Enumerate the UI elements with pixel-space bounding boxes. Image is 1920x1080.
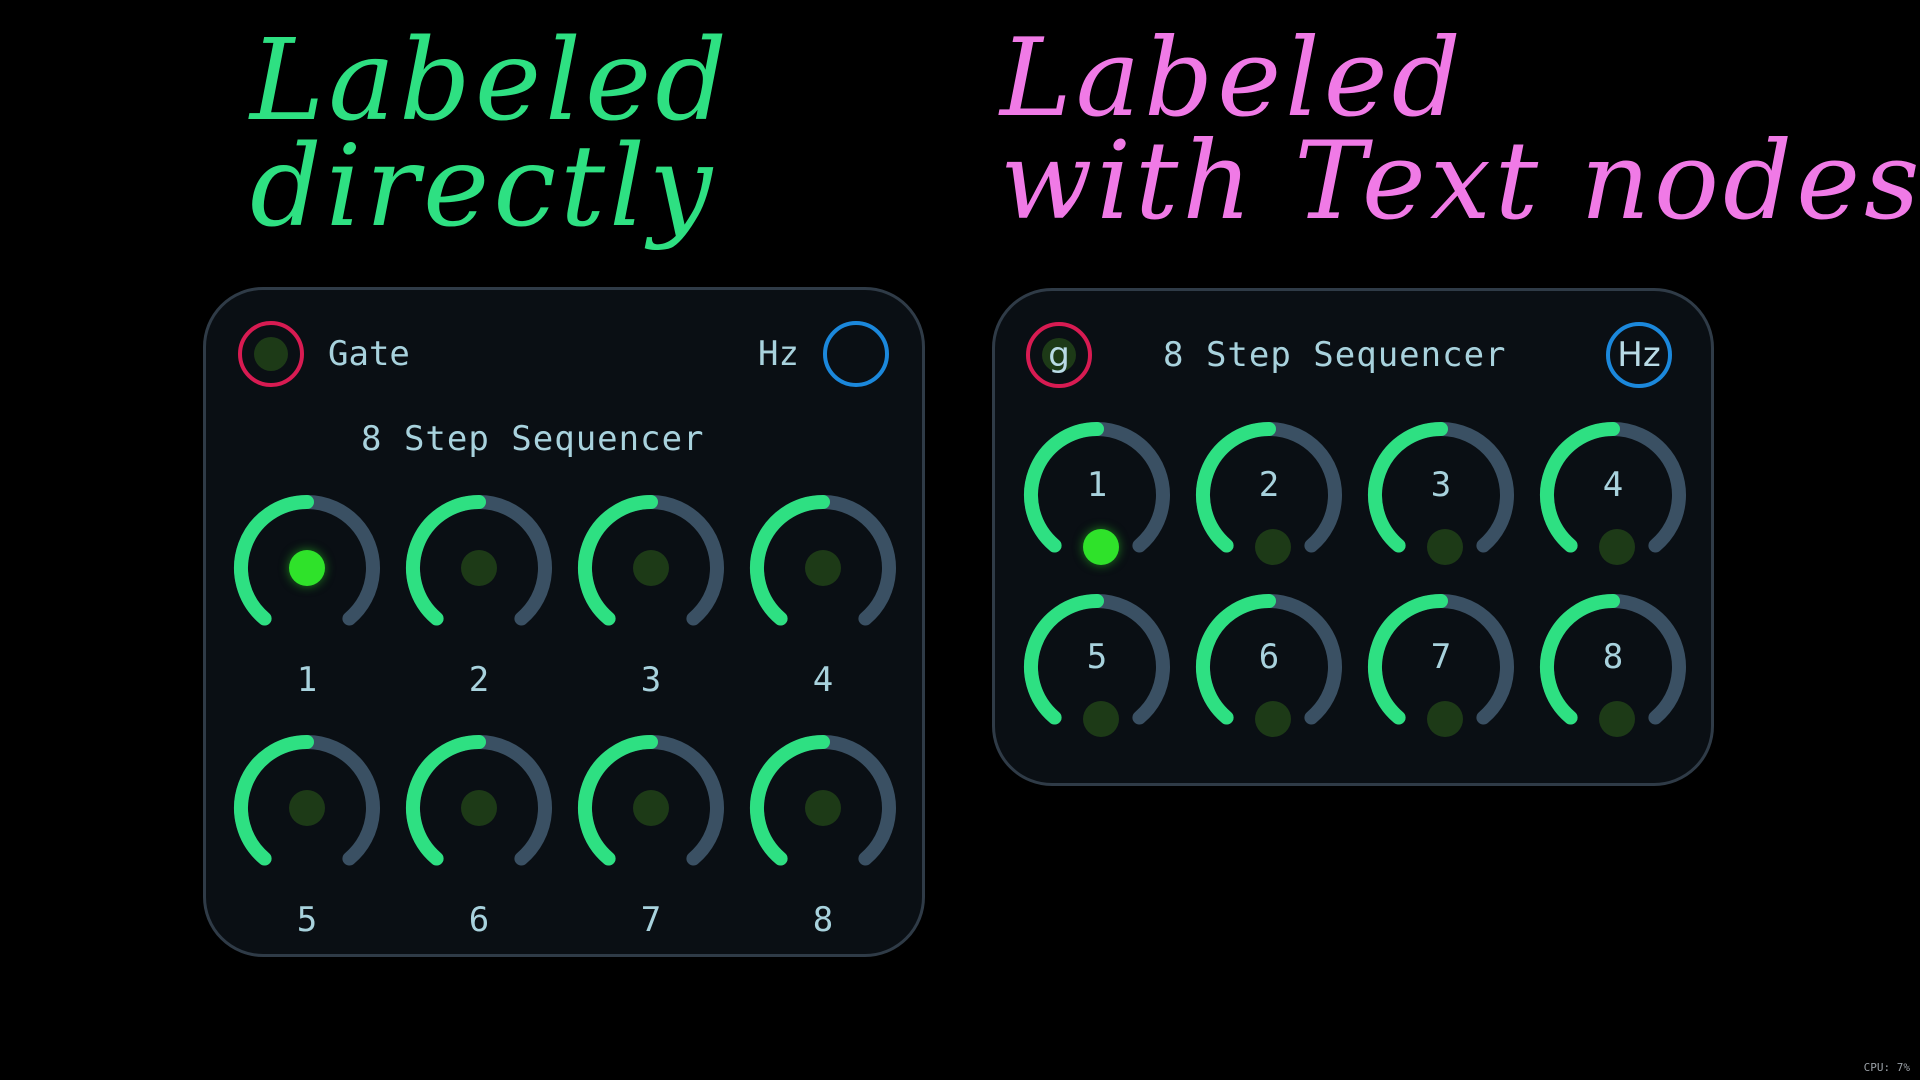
step-led-2: [461, 550, 497, 586]
step-label-3: 3: [640, 660, 662, 700]
step-label-5: 5: [296, 900, 318, 940]
step-knob-3-value-arc: [578, 495, 658, 626]
step-knob-2-value-arc: [1196, 422, 1276, 553]
step-knob-6-dial: [406, 735, 552, 866]
step-knob-4-dial: [1540, 422, 1686, 553]
step-knob-5-value-arc: [1024, 594, 1104, 725]
step-led-4: [1599, 529, 1635, 565]
annotation-labeled-with-text-nodes: Labeled with Text nodes: [1000, 16, 1920, 244]
step-led-1: [1083, 529, 1119, 565]
step-led-3: [633, 550, 669, 586]
step-knob-2-dial: [406, 495, 552, 626]
step-knob-6[interactable]: 6: [401, 730, 557, 940]
step-knob-5-dial: [234, 735, 380, 866]
step-knob-3[interactable]: 3: [1363, 417, 1519, 573]
step-label-2: 2: [468, 660, 490, 700]
step-knob-6-value-arc: [406, 735, 486, 866]
step-knob-8[interactable]: 8: [1535, 589, 1691, 745]
cpu-status: CPU: 7%: [1863, 1061, 1910, 1074]
step-led-5: [289, 790, 325, 826]
step-knob-1-value-arc: [1024, 422, 1104, 553]
step-knob-8-value-arc: [1540, 594, 1620, 725]
step-label-7: 7: [640, 900, 662, 940]
step-knob-6-dial: [1196, 594, 1342, 725]
step-knob-7-dial: [1368, 594, 1514, 725]
hz-port[interactable]: [823, 321, 889, 387]
step-knob-4-dial: [750, 495, 896, 626]
step-label-1: 1: [1086, 465, 1108, 505]
step-label-4: 4: [812, 660, 834, 700]
panel-title: 8 Step Sequencer: [361, 419, 705, 459]
step-led-2: [1255, 529, 1291, 565]
step-led-8: [805, 790, 841, 826]
step-label-7: 7: [1430, 637, 1452, 677]
gate-port[interactable]: g: [1026, 322, 1092, 388]
hz-port[interactable]: Hz: [1606, 322, 1672, 388]
step-label-3: 3: [1430, 465, 1452, 505]
step-knob-1-value-arc: [234, 495, 314, 626]
step-label-1: 1: [296, 660, 318, 700]
step-knob-1[interactable]: 1: [1019, 417, 1175, 573]
step-knob-2-dial: [1196, 422, 1342, 553]
step-label-2: 2: [1258, 465, 1280, 505]
step-knob-7-value-arc: [578, 735, 658, 866]
step-knob-8-dial: [750, 735, 896, 866]
step-led-8: [1599, 701, 1635, 737]
sequencer-panel-left: Gate Hz 8 Step Sequencer 1 2 3 4 5 6 7 8: [203, 287, 925, 957]
step-knob-3-dial: [578, 495, 724, 626]
step-knob-4-value-arc: [1540, 422, 1620, 553]
step-knob-7[interactable]: 7: [573, 730, 729, 940]
step-knob-8-value-arc: [750, 735, 830, 866]
step-knob-4[interactable]: 4: [745, 490, 901, 700]
gate-led: [1042, 338, 1076, 372]
step-knob-4[interactable]: 4: [1535, 417, 1691, 573]
step-led-4: [805, 550, 841, 586]
step-knob-6[interactable]: 6: [1191, 589, 1347, 745]
step-knob-2-value-arc: [406, 495, 486, 626]
step-led-5: [1083, 701, 1119, 737]
step-knob-7-value-arc: [1368, 594, 1448, 725]
hz-text-node: Hz: [1617, 335, 1661, 375]
step-knob-7-dial: [578, 735, 724, 866]
panel-title: 8 Step Sequencer: [1163, 335, 1507, 375]
step-knob-5[interactable]: 5: [1019, 589, 1175, 745]
step-knob-2[interactable]: 2: [1191, 417, 1347, 573]
step-led-7: [1427, 701, 1463, 737]
step-led-1: [289, 550, 325, 586]
step-label-6: 6: [468, 900, 490, 940]
step-knob-2[interactable]: 2: [401, 490, 557, 700]
step-led-3: [1427, 529, 1463, 565]
step-led-6: [1255, 701, 1291, 737]
gate-port[interactable]: [238, 321, 304, 387]
step-knob-7[interactable]: 7: [1363, 589, 1519, 745]
step-knob-5-dial: [1024, 594, 1170, 725]
step-knob-5-value-arc: [234, 735, 314, 866]
step-led-6: [461, 790, 497, 826]
step-label-8: 8: [1602, 637, 1624, 677]
step-led-7: [633, 790, 669, 826]
step-knob-3-dial: [1368, 422, 1514, 553]
sequencer-panel-right: g 8 Step Sequencer Hz 1 2 3 4 5 6 7 8: [992, 288, 1714, 786]
step-label-8: 8: [812, 900, 834, 940]
step-knob-1[interactable]: 1: [229, 490, 385, 700]
gate-text-node: g: [1048, 335, 1070, 375]
step-knob-6-value-arc: [1196, 594, 1276, 725]
step-knob-8[interactable]: 8: [745, 730, 901, 940]
step-knob-1-dial: [1024, 422, 1170, 553]
hz-label: Hz: [758, 334, 799, 374]
step-label-4: 4: [1602, 465, 1624, 505]
step-label-5: 5: [1086, 637, 1108, 677]
step-knob-1-dial: [234, 495, 380, 626]
step-knob-3-value-arc: [1368, 422, 1448, 553]
gate-label: Gate: [328, 334, 410, 374]
step-knob-8-dial: [1540, 594, 1686, 725]
step-knob-3[interactable]: 3: [573, 490, 729, 700]
annotation-labeled-directly: Labeled directly: [250, 16, 731, 253]
gate-led: [254, 337, 288, 371]
step-label-6: 6: [1258, 637, 1280, 677]
step-knob-5[interactable]: 5: [229, 730, 385, 940]
step-knob-4-value-arc: [750, 495, 830, 626]
